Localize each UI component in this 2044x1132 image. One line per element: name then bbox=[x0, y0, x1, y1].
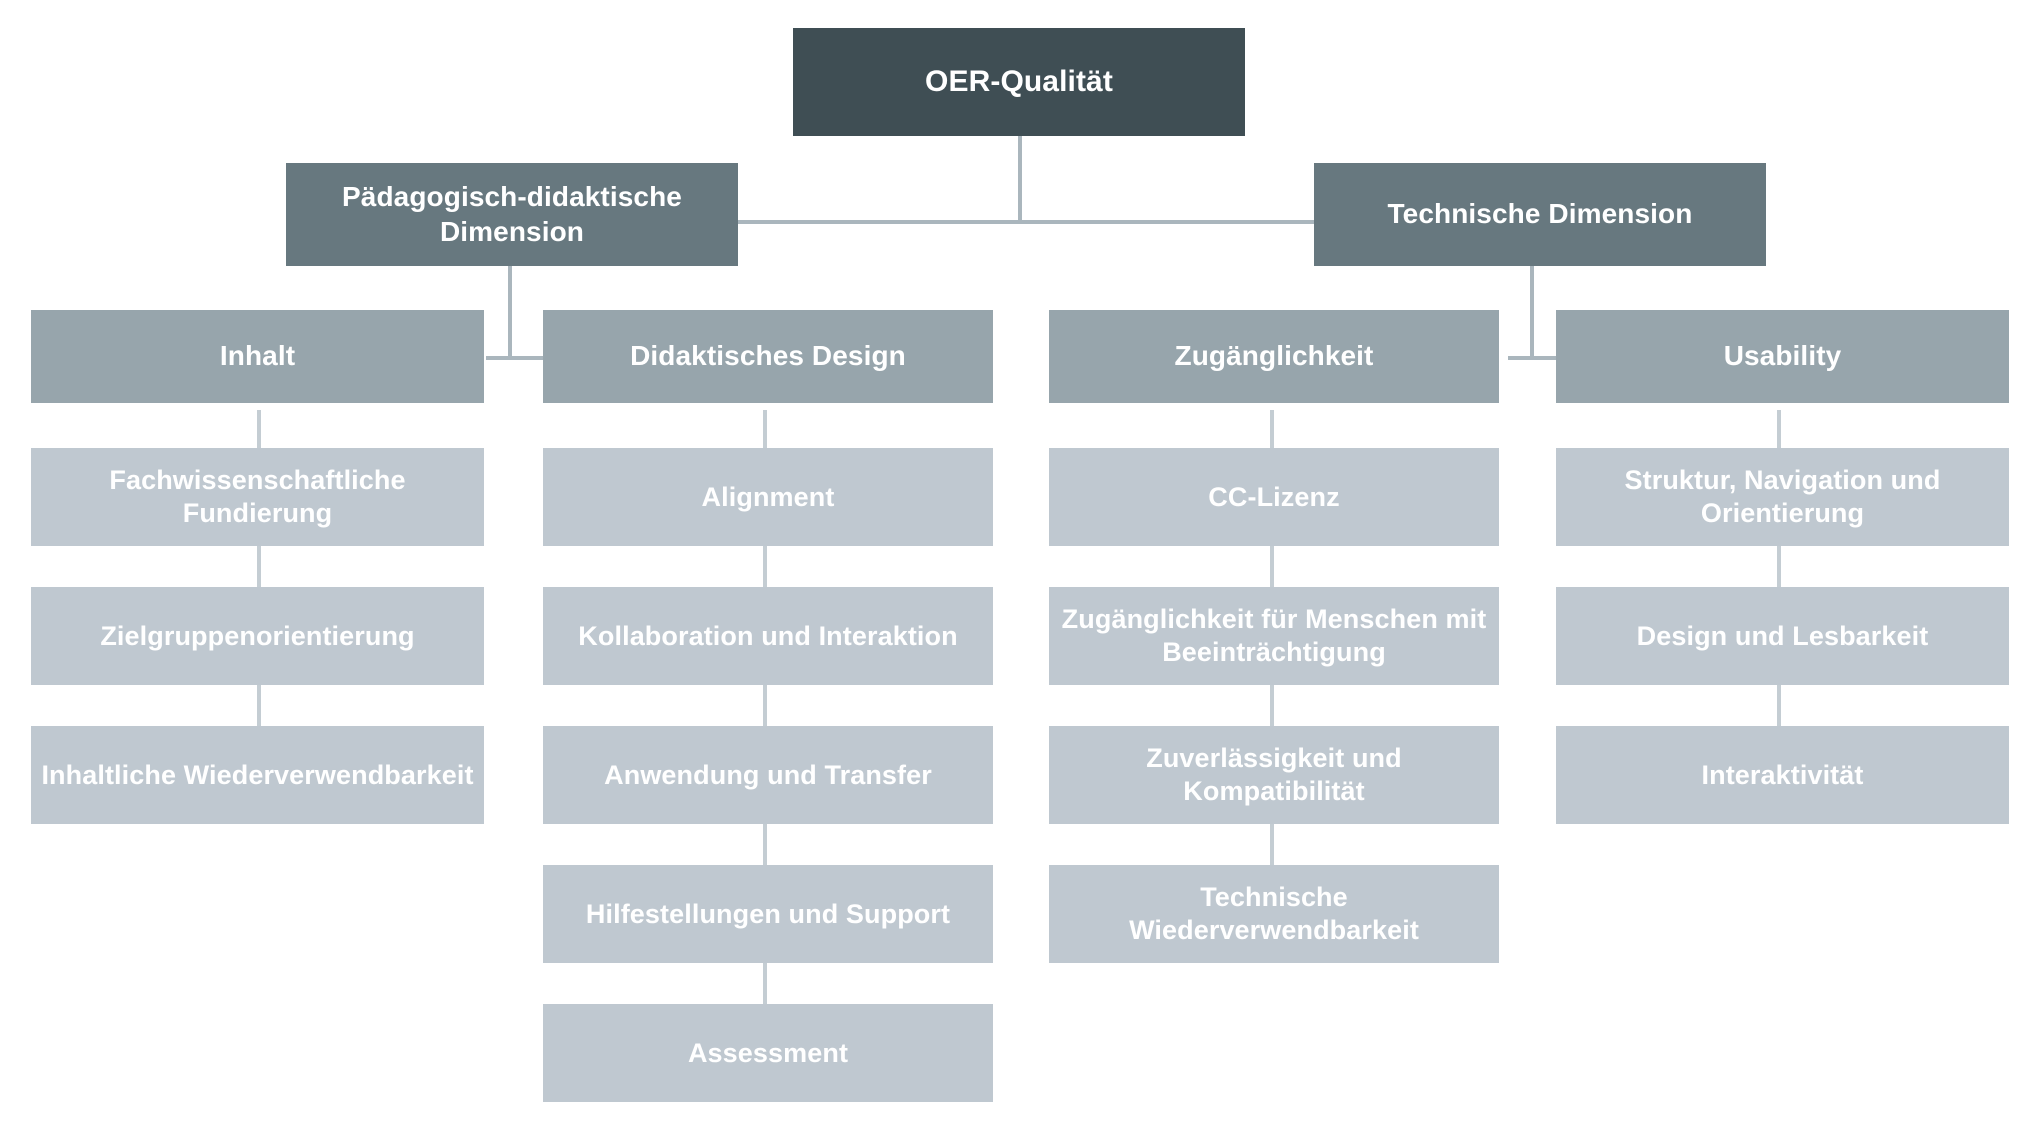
node-criterion-zugang-1[interactable]: CC-Lizenz bbox=[1049, 448, 1499, 546]
node-criterion-usability-3[interactable]: Interaktivität bbox=[1556, 726, 2009, 824]
node-label: Inhaltliche Wiederverwendbarkeit bbox=[41, 759, 474, 790]
node-criterion-didaktik-3[interactable]: Anwendung und Transfer bbox=[543, 726, 993, 824]
node-criterion-inhalt-1[interactable]: Fachwissenschaftliche Fundierung bbox=[31, 448, 484, 546]
connector-tech-categories-bar bbox=[1508, 356, 1568, 360]
node-label: Fachwissenschaftliche Fundierung bbox=[109, 465, 406, 528]
node-category-didaktisches-design[interactable]: Didaktisches Design bbox=[543, 310, 993, 403]
node-criterion-didaktik-5[interactable]: Assessment bbox=[543, 1004, 993, 1102]
node-label: Technische Dimension bbox=[1387, 198, 1693, 230]
node-label: Zugänglichkeit bbox=[1174, 340, 1374, 372]
node-label: Zielgruppenorientierung bbox=[100, 620, 415, 651]
node-criterion-didaktik-2[interactable]: Kollaboration und Interaktion bbox=[543, 587, 993, 685]
node-label: Usability bbox=[1723, 340, 1842, 372]
node-label: Pädagogisch-didaktische Dimension bbox=[342, 181, 682, 247]
node-label: Alignment bbox=[701, 481, 835, 512]
connector-paed-stem bbox=[508, 266, 512, 358]
connector-tech-stem bbox=[1530, 266, 1534, 358]
node-label: Anwendung und Transfer bbox=[604, 759, 932, 790]
node-category-zugaenglichkeit[interactable]: Zugänglichkeit bbox=[1049, 310, 1499, 403]
node-label: OER-Qualität bbox=[925, 64, 1113, 98]
connector-root-stem bbox=[1018, 136, 1022, 222]
connector-paed-categories-bar bbox=[486, 356, 546, 360]
node-label: Assessment bbox=[687, 1037, 849, 1068]
node-label: CC-Lizenz bbox=[1208, 481, 1340, 512]
node-label: Inhalt bbox=[219, 340, 296, 372]
node-criterion-zugang-3[interactable]: Zuverlässigkeit und Kompatibilität bbox=[1049, 726, 1499, 824]
node-label: Struktur, Navigation und Orientierung bbox=[1624, 465, 1941, 528]
node-criterion-didaktik-1[interactable]: Alignment bbox=[543, 448, 993, 546]
node-label: Didaktisches Design bbox=[630, 340, 906, 372]
node-label: Interaktivität bbox=[1701, 759, 1864, 790]
node-criterion-zugang-4[interactable]: Technische Wiederverwendbarkeit bbox=[1049, 865, 1499, 963]
node-criterion-usability-1[interactable]: Struktur, Navigation und Orientierung bbox=[1556, 448, 2009, 546]
node-label: Zuverlässigkeit und Kompatibilität bbox=[1146, 743, 1402, 806]
node-label: Zugänglichkeit für Menschen mit Beeinträ… bbox=[1061, 604, 1487, 667]
node-criterion-inhalt-2[interactable]: Zielgruppenorientierung bbox=[31, 587, 484, 685]
node-label: Design und Lesbarkeit bbox=[1636, 620, 1929, 651]
node-dimension-paedagogisch-didaktisch[interactable]: Pädagogisch-didaktische Dimension bbox=[286, 163, 738, 266]
node-criterion-zugang-2[interactable]: Zugänglichkeit für Menschen mit Beeinträ… bbox=[1049, 587, 1499, 685]
node-dimension-technisch[interactable]: Technische Dimension bbox=[1314, 163, 1766, 266]
node-category-inhalt[interactable]: Inhalt bbox=[31, 310, 484, 403]
node-label: Technische Wiederverwendbarkeit bbox=[1129, 882, 1419, 945]
connector-spine-didaktik bbox=[763, 410, 767, 1030]
node-criterion-usability-2[interactable]: Design und Lesbarkeit bbox=[1556, 587, 2009, 685]
connector-dimensions-bar bbox=[737, 220, 1317, 224]
node-label: Hilfestellungen und Support bbox=[585, 898, 951, 929]
node-criterion-didaktik-4[interactable]: Hilfestellungen und Support bbox=[543, 865, 993, 963]
node-root-oer-qualitaet[interactable]: OER-Qualität bbox=[793, 28, 1245, 136]
node-label: Kollaboration und Interaktion bbox=[578, 620, 958, 651]
node-category-usability[interactable]: Usability bbox=[1556, 310, 2009, 403]
node-criterion-inhalt-3[interactable]: Inhaltliche Wiederverwendbarkeit bbox=[31, 726, 484, 824]
